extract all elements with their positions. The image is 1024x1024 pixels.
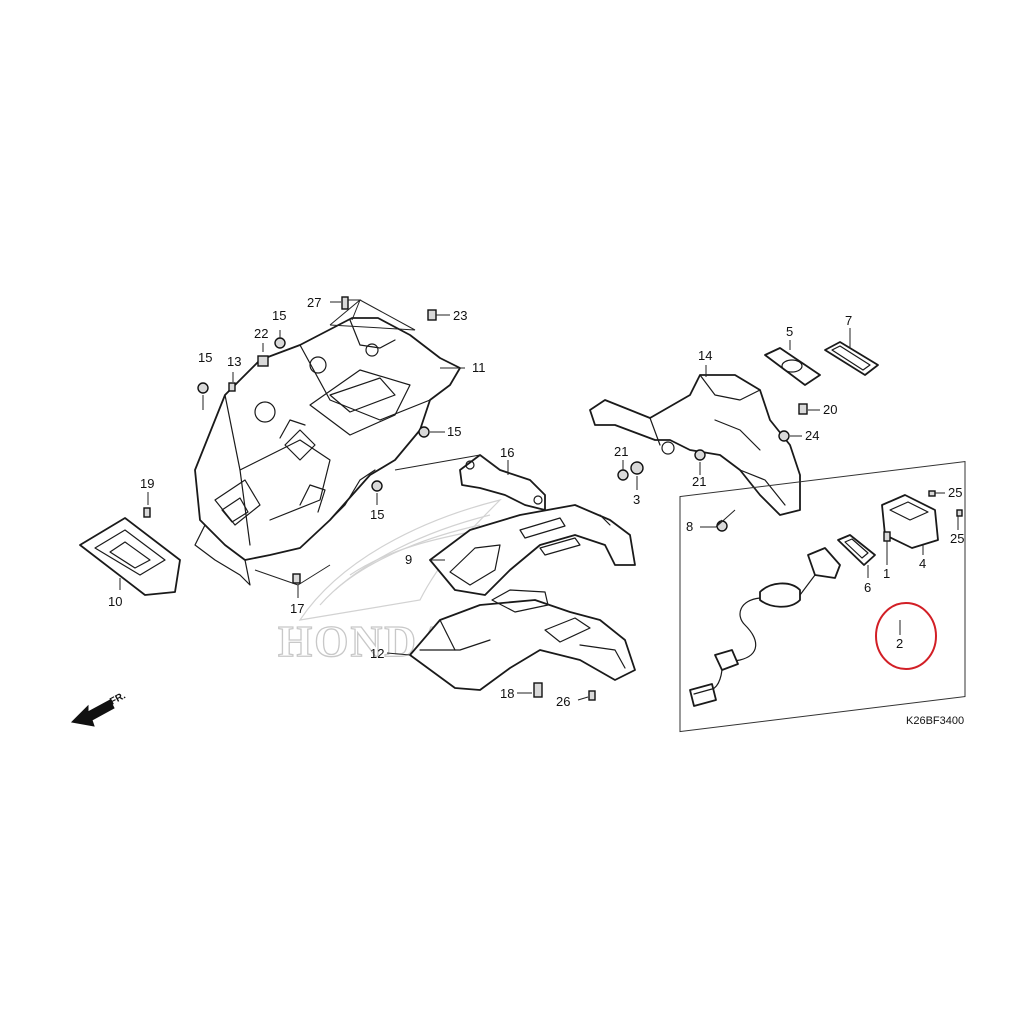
part-9-bracket[interactable] [429, 504, 636, 596]
callout-7[interactable]: 7 [845, 313, 852, 328]
callout-2[interactable]: 2 [896, 636, 903, 651]
rivet-17-icon [292, 573, 301, 584]
screw-25b-icon [956, 509, 963, 517]
callout-15[interactable]: 15 [198, 350, 212, 365]
leader-lines [119, 299, 959, 701]
nut-24-icon [778, 430, 790, 442]
callout-25[interactable]: 25 [950, 531, 964, 546]
callout-12[interactable]: 12 [370, 646, 384, 661]
callout-13[interactable]: 13 [227, 354, 241, 369]
nut-15b-icon [274, 337, 286, 349]
arrow-icon [70, 699, 115, 727]
callout-9[interactable]: 9 [405, 552, 412, 567]
callout-8[interactable]: 8 [686, 519, 693, 534]
screw-26-icon [588, 690, 596, 701]
direction-label: FR. [108, 690, 128, 707]
nut-15d-icon [371, 480, 383, 492]
bolt-27-icon [341, 296, 349, 310]
collar-21b-icon [694, 449, 706, 461]
assembly-frame [679, 460, 966, 733]
callout-16[interactable]: 16 [500, 445, 514, 460]
clip-13-icon [228, 382, 236, 392]
callout-15[interactable]: 15 [370, 507, 384, 522]
clip-22-icon [257, 355, 269, 367]
figure-code: K26BF3400 [906, 715, 964, 727]
screw-19-icon [143, 507, 151, 518]
callout-21[interactable]: 21 [692, 474, 706, 489]
callout-24[interactable]: 24 [805, 428, 819, 443]
callout-11[interactable]: 11 [472, 360, 486, 375]
screw-25a-icon [928, 490, 936, 497]
part-16-stay[interactable] [459, 454, 546, 511]
bolt-18-icon [533, 682, 543, 698]
screw-20-icon [798, 403, 808, 415]
callout-21[interactable]: 21 [614, 444, 628, 459]
callout-18[interactable]: 18 [500, 686, 514, 701]
callout-10[interactable]: 10 [108, 594, 122, 609]
callout-14[interactable]: 14 [698, 348, 712, 363]
clip-23-icon [427, 309, 437, 321]
part-12-inner-fender[interactable] [409, 589, 636, 691]
part-6-gasket[interactable] [837, 534, 876, 566]
collar-21a-icon [617, 469, 629, 481]
callout-17[interactable]: 17 [290, 601, 304, 616]
callout-numbers: 15 13 22 15 27 23 11 15 15 16 19 10 17 9… [108, 295, 964, 709]
part-2-light-assembly[interactable] [679, 460, 966, 733]
callout-23[interactable]: 23 [453, 308, 467, 323]
screw-1-icon [883, 531, 891, 542]
callout-3[interactable]: 3 [633, 492, 640, 507]
nut-15c-icon [418, 426, 430, 438]
callout-22[interactable]: 22 [254, 326, 268, 341]
callout-20[interactable]: 20 [823, 402, 837, 417]
callout-15[interactable]: 15 [272, 308, 286, 323]
callout-25[interactable]: 25 [948, 485, 962, 500]
nut-8-icon [716, 520, 728, 532]
front-direction-arrow: FR. [70, 690, 128, 727]
collar-3-icon [630, 461, 644, 475]
callout-27[interactable]: 27 [307, 295, 321, 310]
part-7-reflector[interactable] [824, 341, 879, 376]
callout-4[interactable]: 4 [919, 556, 926, 571]
nut-15-icon [197, 382, 209, 394]
callout-19[interactable]: 19 [140, 476, 154, 491]
part-14-license-bracket[interactable] [589, 374, 801, 516]
callout-1[interactable]: 1 [883, 566, 890, 581]
part-10-lower-cover[interactable] [79, 517, 181, 596]
part-5-base[interactable] [764, 347, 821, 386]
callout-15[interactable]: 15 [447, 424, 461, 439]
highlight-circle [875, 602, 937, 670]
callout-6[interactable]: 6 [864, 580, 871, 595]
callout-5[interactable]: 5 [786, 324, 793, 339]
part-11-rear-fender[interactable] [194, 317, 461, 586]
callout-26[interactable]: 26 [556, 694, 570, 709]
